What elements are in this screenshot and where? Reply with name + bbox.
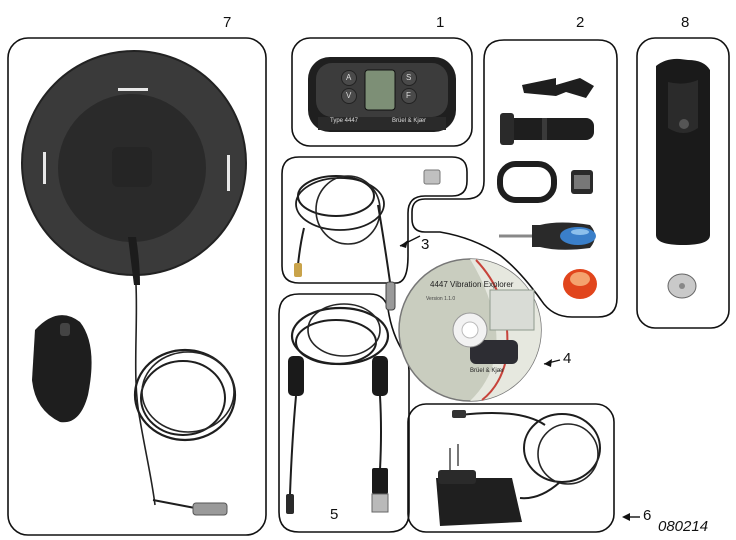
label-3: 3 xyxy=(421,236,430,253)
figure-number: 080214 xyxy=(658,518,709,535)
label-1: 1 xyxy=(436,14,445,31)
panel-1 xyxy=(291,37,473,147)
usb-cable-5 xyxy=(286,303,390,514)
sensor-cable-3 xyxy=(294,169,441,311)
label-5: 5 xyxy=(330,506,339,523)
panel-2 xyxy=(411,39,618,318)
panel-7 xyxy=(7,37,267,536)
panel-6 xyxy=(407,403,615,533)
cd-brand: Brüel & Kjær xyxy=(470,368,505,374)
device-button-v: V xyxy=(346,91,352,100)
panel-8 xyxy=(636,37,730,329)
label-7: 7 xyxy=(223,14,232,31)
label-6: 6 xyxy=(643,507,652,524)
label-2: 2 xyxy=(576,14,585,31)
pouch-8 xyxy=(656,58,710,299)
software-cd-4 xyxy=(398,258,561,402)
label-8: 8 xyxy=(681,14,690,31)
device-button-s: S xyxy=(406,73,412,82)
handheld-device-1 xyxy=(308,57,456,132)
panel-5 xyxy=(278,293,410,533)
power-adapter-6 xyxy=(436,410,640,526)
cd-version: Version 1.1.0 xyxy=(426,296,456,302)
device-button-f: F xyxy=(406,91,411,100)
device-button-a: A xyxy=(346,73,352,82)
device-brand-label: Brüel & Kjær xyxy=(392,118,427,124)
cd-title: 4447 Vibration Explorer xyxy=(430,280,514,289)
accessories-2 xyxy=(497,78,597,299)
device-type-label: Type 4447 xyxy=(330,118,359,124)
panel-3 xyxy=(281,156,468,284)
mounting-pad-7 xyxy=(21,50,247,516)
label-4: 4 xyxy=(563,350,572,367)
